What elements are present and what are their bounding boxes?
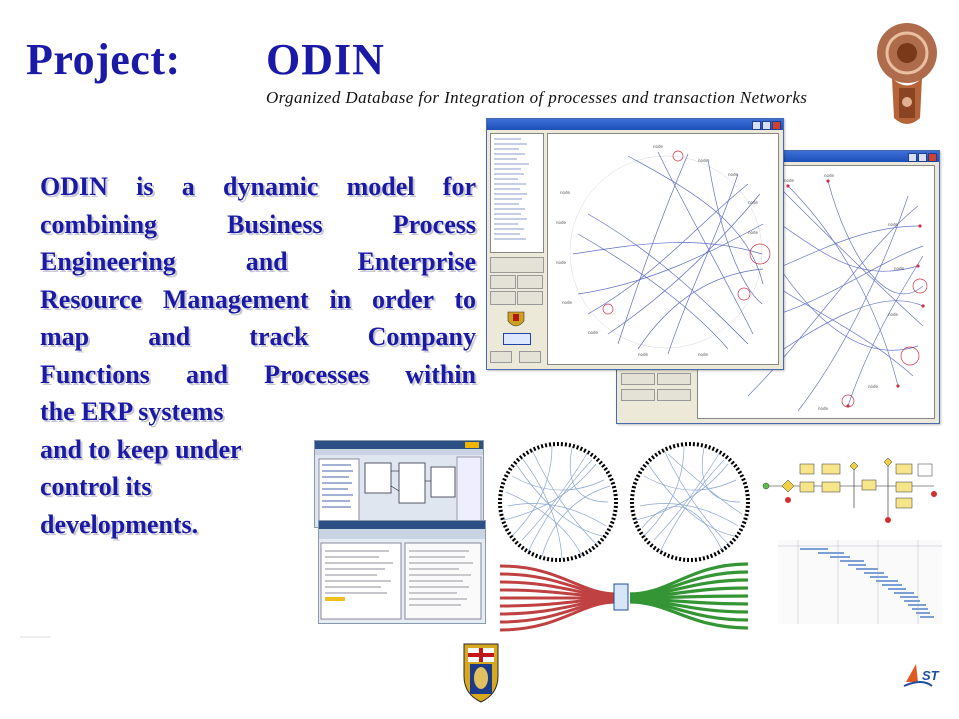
circular-network-graph-left (492, 436, 624, 568)
description-line: Resource Management in order to (40, 284, 476, 314)
save-button[interactable] (657, 373, 691, 385)
svg-text:node: node (818, 406, 829, 411)
maximize-icon[interactable] (918, 153, 927, 162)
exit-button[interactable] (519, 351, 541, 363)
minimize-icon[interactable] (752, 121, 761, 130)
svg-text:node: node (728, 172, 739, 177)
circular-network-graph-right (624, 436, 756, 568)
exit-button[interactable] (657, 389, 691, 401)
window-titlebar (487, 119, 783, 130)
minimize-icon[interactable] (908, 153, 917, 162)
svg-text:node: node (868, 384, 879, 389)
svg-text:node: node (653, 144, 664, 149)
svg-text:node: node (698, 352, 709, 357)
description-line: developments. (40, 509, 199, 539)
svg-text:node: node (556, 220, 567, 225)
description-line: the ERP systems (40, 397, 224, 426)
description-text: ODIN is a dynamic model for combining Bu… (40, 168, 476, 543)
graph-button[interactable] (490, 275, 516, 289)
university-crest-icon (462, 642, 500, 704)
description-line: Engineering and Enterprise (40, 247, 476, 276)
project-label: Project: (26, 35, 181, 84)
description-line: combining Business Process (40, 209, 476, 239)
description-line: and to keep under (40, 434, 242, 464)
network-canvas[interactable]: node node node node node node node node node n… (547, 133, 779, 365)
svg-text:node: node (556, 260, 567, 265)
ornamental-seal-icon (872, 18, 942, 136)
description-line: Functions and Processes within (40, 359, 476, 389)
crest-icon (507, 311, 525, 331)
svg-text:node: node (698, 158, 709, 163)
about-button[interactable] (621, 389, 655, 401)
description-line: ODIN is a dynamic model for (40, 172, 476, 201)
project-subtitle: Organized Database for Integration of pr… (266, 88, 808, 107)
svg-text:node: node (748, 230, 759, 235)
svg-text:ST: ST (922, 668, 940, 683)
flow-network-diagram (490, 556, 756, 638)
svg-text:node: node (784, 178, 795, 183)
svg-text:node: node (824, 173, 835, 178)
close-icon[interactable] (772, 121, 781, 130)
network-window-front: node node node node node node node node node n… (486, 118, 784, 370)
maximize-icon[interactable] (762, 121, 771, 130)
svg-text:node: node (888, 312, 899, 317)
project-name: ODIN (266, 35, 385, 84)
svg-text:node: node (560, 190, 571, 195)
open-button[interactable] (490, 257, 544, 273)
node-list[interactable] (490, 133, 544, 253)
miss-logo-icon (503, 333, 531, 345)
dist-logo-icon: ST (902, 658, 952, 692)
load-button[interactable] (621, 373, 655, 385)
svg-text:node: node (588, 330, 599, 335)
process-flow-diagram (758, 448, 944, 532)
svg-text:node: node (638, 352, 649, 357)
info-button[interactable] (517, 275, 543, 289)
analysis-button[interactable] (517, 291, 543, 305)
svg-text:node: node (888, 222, 899, 227)
description-line: control its (40, 472, 152, 501)
divider (20, 636, 50, 638)
about-button[interactable] (490, 351, 512, 363)
sap-screenshot-upper (314, 440, 484, 528)
svg-text:node: node (894, 266, 905, 271)
gantt-diagram (778, 540, 942, 624)
close-icon[interactable] (928, 153, 937, 162)
synthesis-button[interactable] (490, 291, 516, 305)
description-line: map and track Company (40, 322, 476, 351)
svg-text:node: node (748, 200, 759, 205)
svg-text:node: node (562, 300, 573, 305)
sap-screenshot-lower (318, 520, 486, 624)
